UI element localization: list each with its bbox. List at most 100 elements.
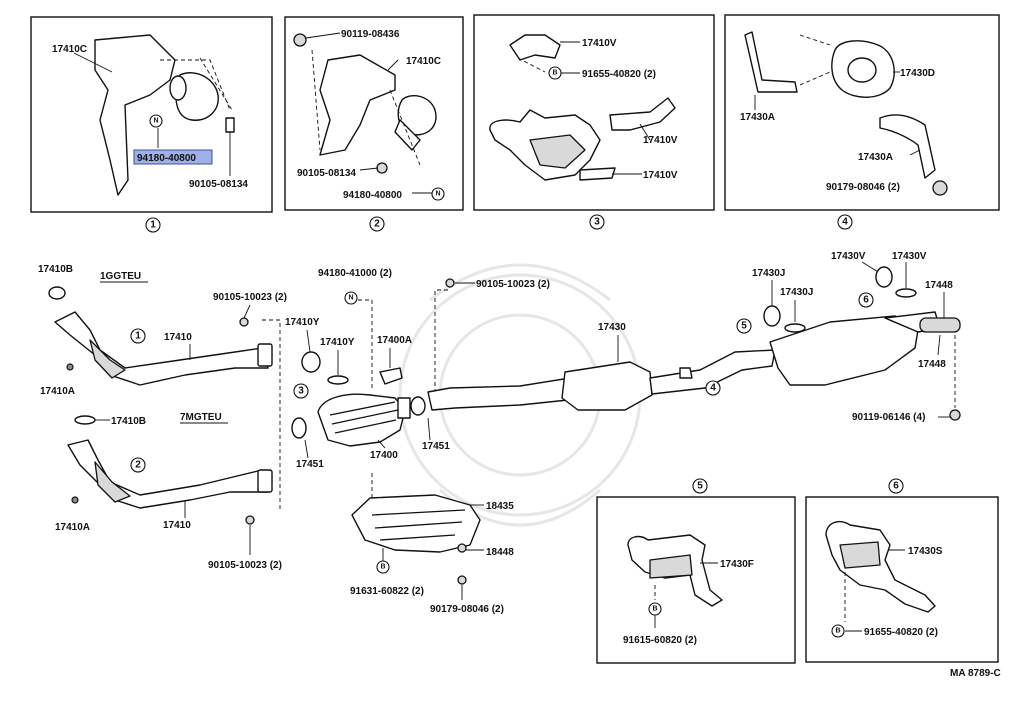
part-label: B — [552, 70, 557, 77]
part-label: 17448 — [918, 359, 946, 370]
part-label: 17430D — [900, 68, 935, 79]
part-shape — [397, 94, 437, 136]
part-label: 90105-10023 (2) — [476, 279, 550, 290]
figure-code: MA 8789-C — [950, 668, 1001, 679]
marker-shape — [705, 380, 721, 396]
part-label: 17410V — [643, 135, 678, 146]
part-label: 91631-60822 (2) — [350, 586, 424, 597]
leader-line — [359, 167, 379, 171]
leader-line — [861, 261, 879, 273]
outline-shape — [596, 496, 796, 664]
outline-shape — [805, 496, 999, 663]
part-label: 17430S — [908, 546, 943, 557]
part-label: 17430F — [720, 559, 754, 570]
part-label: 2 — [374, 219, 380, 230]
marker-shape — [149, 114, 163, 128]
leader-line — [305, 32, 341, 39]
marker-shape — [245, 515, 255, 525]
marker-shape — [344, 291, 358, 305]
marker-shape — [692, 478, 708, 494]
part-shape — [317, 393, 406, 447]
part-shape — [825, 520, 936, 613]
part-shape — [529, 134, 586, 169]
part-shape — [509, 34, 561, 61]
outline-shape — [919, 317, 961, 333]
marker-shape — [457, 543, 467, 553]
part-label: 17410A — [55, 522, 90, 533]
detail-6: B 17430S 91655-40820 (2) — [805, 496, 999, 663]
part-label: N — [435, 191, 440, 198]
ring-shape — [784, 323, 806, 333]
part-label: 17430V — [892, 251, 927, 262]
marker-shape — [145, 217, 161, 233]
part-shape — [879, 114, 936, 179]
main-assembly: 1GGTEU 7MGTEU 17410B 1 17410 17410A 9010… — [38, 251, 961, 615]
part-label: 17430V — [831, 251, 866, 262]
ring-shape — [327, 375, 349, 385]
part-shape — [744, 31, 798, 93]
marker-shape — [445, 278, 455, 288]
part-label: 90105-10023 (2) — [213, 292, 287, 303]
part-label: 17410Y — [285, 317, 320, 328]
part-label: 17410C — [52, 44, 87, 55]
marker-shape — [589, 214, 605, 230]
part-label: 3 — [298, 386, 304, 397]
leader-line — [377, 439, 386, 449]
part-label: 17451 — [422, 441, 450, 452]
leader-line — [304, 439, 309, 459]
part-label: 90119-06146 (4) — [852, 412, 925, 423]
marker-shape — [457, 575, 467, 585]
part-label: N — [348, 295, 353, 302]
marker-shape — [66, 363, 74, 371]
part-shape — [649, 349, 776, 395]
part-shape — [379, 367, 403, 385]
part-label: 1GGTEU — [100, 271, 141, 282]
part-label: 1 — [150, 220, 156, 231]
part-shape — [311, 49, 421, 166]
leader-line — [909, 149, 921, 156]
part-label: 17410B — [38, 264, 73, 275]
marker-shape — [431, 187, 445, 201]
part-label: 17410A — [40, 386, 75, 397]
detail-1: N 17410C 94180-40800 90105-08134 — [30, 16, 273, 213]
part-label: 5 — [741, 321, 747, 332]
ring-shape — [301, 351, 321, 373]
part-label: 90105-08134 — [189, 179, 248, 190]
part-label: 2 — [135, 460, 141, 471]
part-shape — [609, 97, 676, 131]
marker-shape — [71, 496, 79, 504]
marker-shape — [376, 162, 388, 174]
part-shape — [517, 57, 546, 73]
part-label: 5 — [697, 481, 703, 492]
marker-shape — [932, 180, 948, 196]
part-shape — [427, 377, 571, 411]
part-label: 90119-08436 — [341, 29, 400, 40]
outline-shape — [257, 469, 273, 493]
outline-shape — [284, 16, 464, 211]
part-label: 7MGTEU — [180, 412, 222, 423]
marker-shape — [837, 214, 853, 230]
highlighted-part-label-box — [133, 149, 213, 165]
outline-shape — [397, 397, 411, 419]
part-label: 3 — [594, 217, 600, 228]
marker-shape — [831, 624, 845, 638]
part-label: 17430A — [740, 112, 775, 123]
ring-shape — [291, 417, 307, 439]
part-shape — [262, 319, 281, 510]
part-shape — [799, 34, 831, 86]
part-label: 17430J — [780, 287, 813, 298]
marker-shape — [858, 292, 874, 308]
outline-shape — [225, 117, 235, 133]
part-shape — [329, 401, 399, 434]
ring-shape — [847, 57, 877, 83]
ring-shape — [410, 396, 426, 416]
part-label: 90179-08046 (2) — [430, 604, 504, 615]
leader-line — [387, 59, 399, 71]
part-shape — [394, 119, 421, 151]
ring-shape — [875, 266, 893, 288]
part-label: 18448 — [486, 547, 514, 558]
part-label: 17448 — [925, 280, 953, 291]
part-label: B — [380, 564, 385, 571]
detail-5: B 17430F 91615-60820 (2) — [596, 496, 796, 664]
